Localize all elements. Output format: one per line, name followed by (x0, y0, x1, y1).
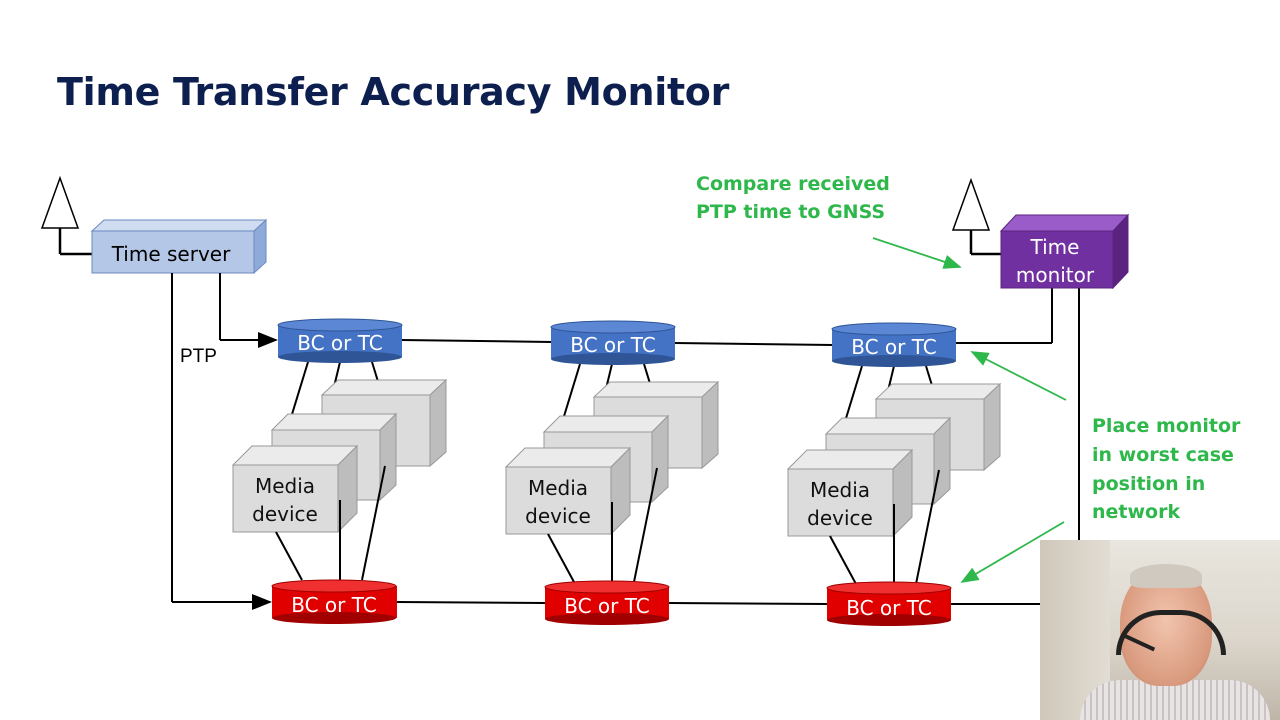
note-place-4: network (1092, 501, 1180, 523)
media-device-label-1: Media (255, 474, 315, 498)
time-monitor-box: Time monitor (999, 213, 1130, 290)
time-monitor-label-1: Time (1030, 235, 1080, 259)
bc-tc-label: BC or TC (846, 596, 932, 620)
media-device-label-2: device (807, 506, 873, 530)
note-compare-1: Compare received (696, 173, 890, 195)
bc-tc-node-red-1: BC or TC (271, 579, 397, 624)
slide-title: Time Transfer Accuracy Monitor (57, 70, 730, 114)
bc-tc-label: BC or TC (564, 594, 650, 618)
presenter-webcam (1040, 540, 1280, 720)
antenna-icon (40, 175, 92, 256)
note-compare-2: PTP time to GNSS (696, 201, 885, 223)
ptp-label: PTP (180, 346, 217, 367)
media-device-label-1: Media (528, 476, 588, 500)
note-place-2: in worst case (1092, 444, 1234, 466)
time-monitor-label-2: monitor (1016, 263, 1095, 287)
media-device-label-2: device (525, 504, 591, 528)
time-server-label: Time server (111, 242, 231, 266)
media-cluster-2: Media device (504, 363, 720, 583)
media-device-label-2: device (252, 502, 318, 526)
bc-tc-label: BC or TC (851, 335, 937, 359)
bc-tc-label: BC or TC (297, 331, 383, 355)
bc-tc-node-blue-3: BC or TC (831, 322, 957, 367)
bc-tc-node-blue-1: BC or TC (277, 318, 403, 363)
bc-tc-label: BC or TC (570, 333, 656, 357)
note-place-1: Place monitor (1092, 415, 1241, 437)
bc-tc-label: BC or TC (291, 593, 377, 617)
bc-tc-node-blue-2: BC or TC (550, 320, 676, 365)
bc-tc-node-red-2: BC or TC (544, 580, 670, 625)
media-cluster-1: Media device (231, 361, 448, 581)
time-server-box: Time server (90, 218, 268, 275)
bc-tc-node-red-3: BC or TC (826, 581, 952, 626)
media-device-label-1: Media (810, 478, 870, 502)
note-place-3: position in (1092, 473, 1205, 495)
media-cluster-3: Media device (786, 365, 1002, 585)
antenna-icon (951, 177, 1001, 256)
